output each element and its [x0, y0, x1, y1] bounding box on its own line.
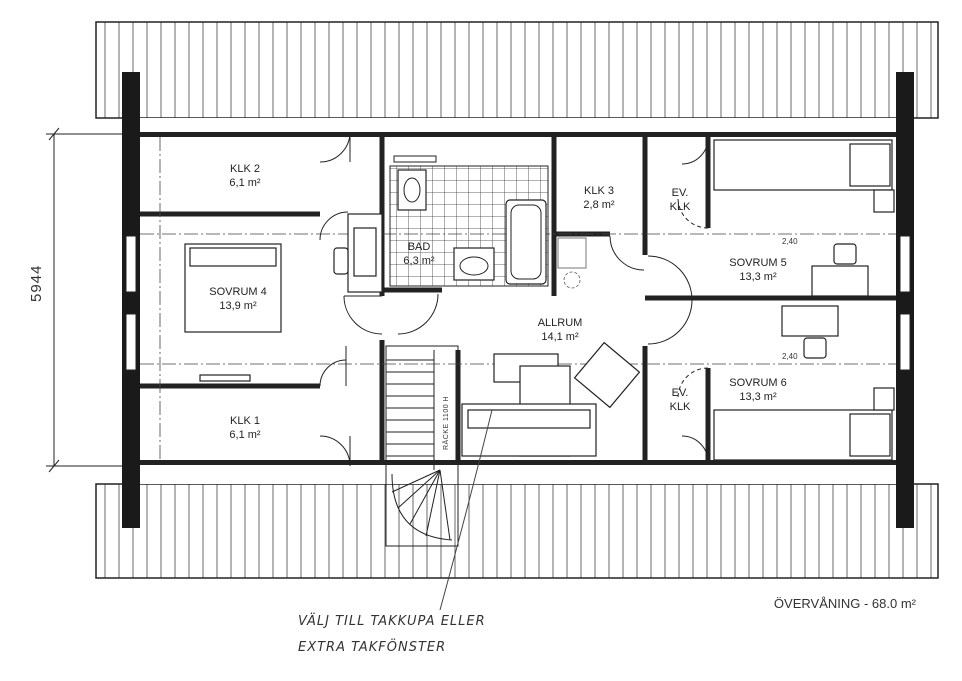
stair-railing-text: RÄCKE 1100 H	[443, 395, 450, 450]
room-evklk-top-label: EV.KLK	[669, 187, 691, 213]
room-evklk-bottom-label: EV.KLK	[669, 387, 691, 413]
dimension-line	[46, 127, 122, 473]
note-line1: VÄLJ TILL TAKKUPA ELLER	[298, 614, 486, 629]
roof-bottom	[95, 483, 939, 579]
note-line2: EXTRA TAKFÖNSTER	[298, 640, 447, 655]
roof-top	[95, 21, 939, 119]
floor-caption: ÖVERVÅNING - 68.0 m²	[773, 596, 916, 611]
note-leader-line	[439, 409, 493, 611]
sovrum5-height: 2,40	[782, 237, 798, 246]
stair	[385, 345, 459, 547]
width-dimension: 5944	[28, 264, 45, 302]
east-gable-wall	[896, 72, 914, 528]
sovrum6-height: 2,40	[782, 352, 798, 361]
west-gable-wall	[122, 72, 140, 528]
